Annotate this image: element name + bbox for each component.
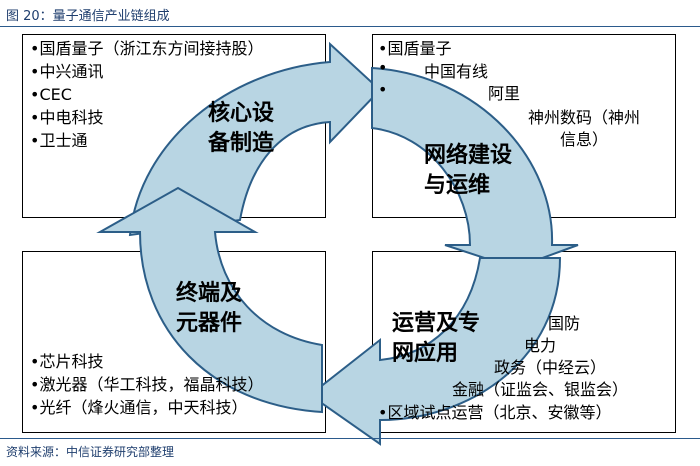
arrow-network-label-2: 与运维	[424, 172, 490, 198]
arrow-core-label-1: 核心设	[208, 100, 274, 126]
arrow-network-label-1: 网络建设	[424, 142, 512, 168]
bl-item: •光纤（烽火通信，中天科技）	[30, 398, 248, 417]
arrow-network-build	[371, 66, 579, 270]
tr-item: •国盾量子	[378, 39, 452, 58]
br-item: 金融（证监会、银监会）	[452, 380, 629, 399]
tl-item: •卫士通	[30, 131, 88, 150]
tl-item: •中兴通讯	[30, 62, 104, 81]
br-item: 政务（中经云）	[494, 358, 607, 377]
tr-item: 中国有线	[424, 62, 489, 81]
arrow-operation-label-2: 网应用	[392, 340, 458, 366]
arrow-terminal	[96, 186, 323, 414]
source-note: 资料来源：中信证券研究部整理	[6, 445, 175, 459]
top-rule	[0, 26, 700, 27]
tr-bullet: •	[378, 58, 388, 77]
bottom-rule	[0, 438, 700, 439]
arrow-terminal-label-1: 终端及	[176, 280, 243, 306]
arrow-core-label-2: 备制造	[207, 130, 274, 156]
tr-bullet: •	[378, 80, 388, 99]
arrow-operation-label-1: 运营及专	[392, 310, 480, 336]
tr-item: 阿里	[488, 84, 521, 103]
br-item: •区域试点运营（北京、安徽等）	[378, 403, 612, 422]
arrow-core-equipment	[128, 41, 382, 237]
tr-item: 神州数码（神州	[528, 108, 641, 127]
br-item: 电力	[524, 336, 557, 355]
figure-title: 图 20：量子通信产业链组成	[6, 9, 170, 24]
tl-item: •国盾量子（浙江东方间接持股）	[30, 39, 264, 58]
arrow-terminal-label-2: 元器件	[176, 311, 242, 336]
tl-item: •中电科技	[30, 108, 104, 127]
tr-item: 信息）	[560, 130, 609, 149]
arrow-operation	[308, 257, 562, 446]
br-item: 国防	[548, 314, 581, 333]
tl-item: •CEC	[30, 85, 72, 104]
bl-item: •激光器（华工科技，福晶科技）	[30, 375, 264, 394]
bl-item: •芯片科技	[30, 352, 104, 371]
